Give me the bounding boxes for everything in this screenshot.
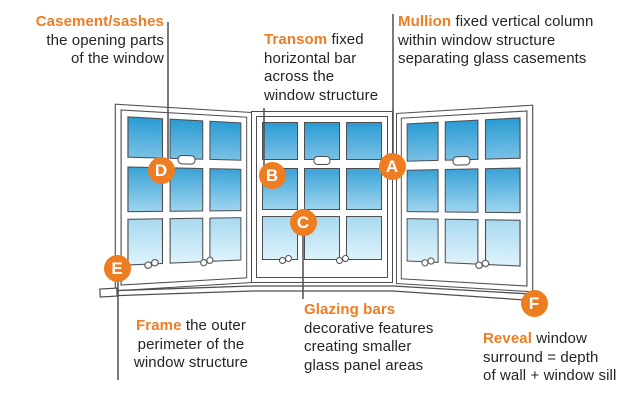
glass-pane bbox=[169, 167, 204, 212]
glass-pane bbox=[406, 121, 439, 162]
right-main-sash bbox=[406, 167, 521, 267]
label-term: Mullion fixed vertical column bbox=[398, 13, 594, 30]
center-sash-frame bbox=[256, 116, 388, 278]
glass-pane bbox=[169, 217, 204, 264]
label-term: Casement/sashes bbox=[35, 13, 164, 30]
glass-pane bbox=[304, 122, 340, 160]
center-main-sash bbox=[262, 168, 382, 260]
center-top-sash bbox=[262, 122, 382, 160]
label-desc-line: of wall + window sill bbox=[483, 367, 617, 384]
label-desc-line: decorative features bbox=[304, 319, 434, 337]
casement-fastener bbox=[200, 258, 214, 267]
label-casement: Casement/sashes the opening parts of the… bbox=[24, 13, 164, 69]
glass-pane bbox=[346, 216, 382, 260]
glass-pane bbox=[484, 117, 521, 160]
label-desc-line: of the window bbox=[70, 50, 164, 67]
label-desc-line: horizontal bar bbox=[264, 49, 357, 67]
label-desc-line: creating smaller bbox=[304, 338, 412, 355]
label-desc-line: within window structure bbox=[398, 31, 556, 49]
label-mullion: Mullion fixed vertical column within win… bbox=[398, 13, 643, 69]
casement-fastener bbox=[144, 260, 159, 269]
glass-pane bbox=[127, 217, 164, 266]
glass-pane bbox=[209, 120, 242, 161]
label-desc-line: perimeter of the bbox=[137, 335, 245, 353]
glass-pane bbox=[169, 118, 204, 160]
marker-glazing-bars: C bbox=[289, 208, 317, 236]
glass-pane bbox=[406, 169, 439, 213]
label-desc-line: separating glass casements bbox=[398, 50, 587, 67]
label-desc-line: window structure bbox=[264, 86, 379, 104]
glass-pane bbox=[444, 119, 479, 161]
sash-latch bbox=[177, 154, 196, 165]
window-sill-line bbox=[105, 290, 526, 301]
label-desc-line: across the bbox=[264, 68, 335, 85]
sash-latch bbox=[452, 155, 471, 166]
left-sash-frame bbox=[120, 109, 248, 286]
label-transom: Transom fixed horizontal bar across the … bbox=[264, 31, 404, 105]
glass-pane bbox=[209, 216, 242, 262]
window-left-casement bbox=[114, 103, 252, 292]
glass-pane bbox=[444, 218, 479, 265]
marker-transom: B bbox=[258, 161, 286, 189]
casement-fastener bbox=[278, 255, 293, 264]
glass-pane bbox=[209, 168, 242, 212]
glass-pane bbox=[304, 168, 340, 211]
glass-pane bbox=[484, 167, 521, 213]
glass-pane bbox=[444, 168, 479, 213]
marker-casement: D bbox=[147, 156, 175, 184]
marker-mullion: A bbox=[378, 152, 406, 180]
label-desc-line: window structure bbox=[133, 354, 249, 371]
glass-pane bbox=[304, 216, 340, 260]
label-term: Frame the outer bbox=[136, 317, 246, 334]
marker-frame: E bbox=[103, 254, 131, 282]
window-center-casement bbox=[251, 111, 393, 283]
label-reveal: Reveal window surround = depth of wall +… bbox=[483, 330, 643, 386]
left-main-sash bbox=[127, 166, 242, 266]
label-term: Transom fixed bbox=[264, 31, 364, 48]
casement-fastener bbox=[336, 255, 350, 264]
glass-pane bbox=[127, 116, 164, 159]
window-right-casement bbox=[396, 104, 534, 293]
label-term: Reveal window bbox=[483, 330, 587, 347]
glass-pane bbox=[262, 122, 298, 160]
sash-latch bbox=[313, 156, 331, 165]
glass-pane bbox=[346, 122, 382, 160]
glass-pane bbox=[484, 218, 521, 267]
casement-fastener bbox=[422, 258, 436, 267]
bottom-rail bbox=[127, 260, 241, 278]
glass-pane bbox=[406, 217, 439, 263]
casement-fastener bbox=[475, 260, 490, 269]
label-desc-line: the opening parts bbox=[46, 31, 164, 49]
label-frame: Frame the outer perimeter of the window … bbox=[124, 317, 258, 373]
label-desc-line: surround = depth bbox=[483, 348, 599, 366]
right-sash-frame bbox=[400, 110, 528, 287]
bottom-rail bbox=[262, 255, 382, 272]
transom-bar bbox=[262, 156, 382, 168]
label-glazing-bars: Glazing bars decorative features creatin… bbox=[304, 301, 469, 375]
glass-pane bbox=[346, 168, 382, 211]
label-desc-line: glass panel areas bbox=[304, 356, 424, 374]
label-term: Glazing bars bbox=[304, 301, 396, 318]
marker-reveal: F bbox=[520, 289, 548, 317]
